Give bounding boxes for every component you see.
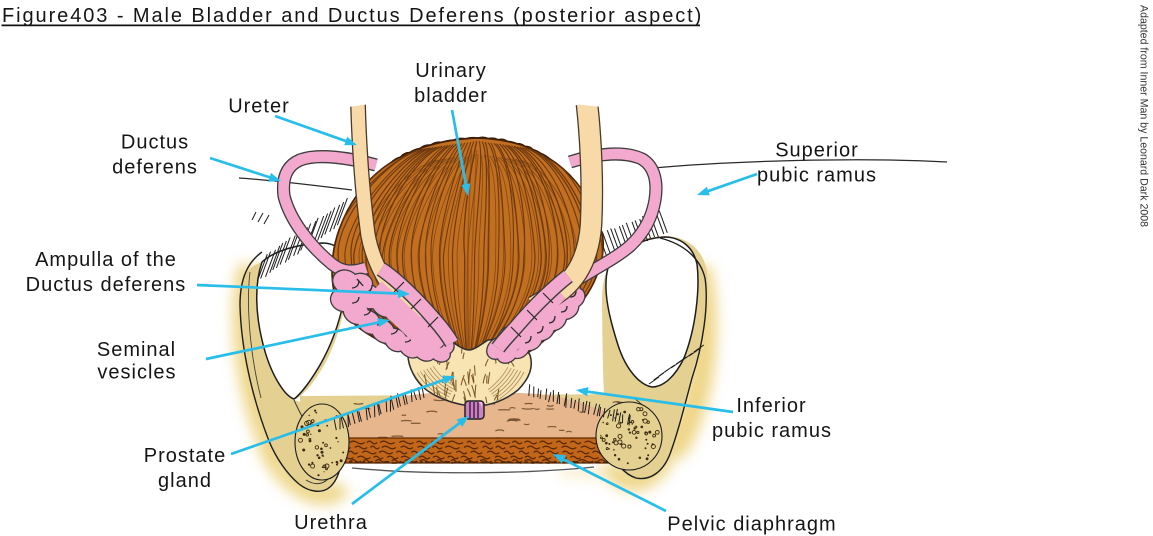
svg-text:Figure403 - Male Bladder and D: Figure403 - Male Bladder and Ductus Defe… — [2, 5, 703, 27]
svg-text:Prostate: Prostate — [144, 445, 226, 467]
svg-text:Ampulla of the: Ampulla of the — [35, 249, 177, 271]
svg-text:Urethra: Urethra — [294, 512, 368, 534]
svg-text:Superior: Superior — [775, 140, 859, 162]
svg-text:deferens: deferens — [112, 157, 198, 179]
svg-text:Ureter: Ureter — [228, 96, 290, 118]
svg-text:gland: gland — [158, 470, 212, 492]
svg-text:bladder: bladder — [414, 85, 488, 107]
svg-text:Adapted from Inner Man by Leon: Adapted from Inner Man by Leonard Dark 2… — [1138, 5, 1150, 227]
svg-text:Urinary: Urinary — [415, 60, 486, 82]
svg-text:Seminal: Seminal — [97, 339, 176, 361]
svg-text:Inferior: Inferior — [736, 395, 806, 417]
svg-text:vesicles: vesicles — [97, 362, 176, 384]
svg-text:pubic ramus: pubic ramus — [757, 165, 877, 187]
svg-text:pubic ramus: pubic ramus — [712, 420, 832, 442]
svg-text:Ductus: Ductus — [121, 132, 189, 154]
svg-text:Pelvic diaphragm: Pelvic diaphragm — [667, 514, 836, 536]
svg-text:Ductus deferens: Ductus deferens — [26, 274, 187, 296]
